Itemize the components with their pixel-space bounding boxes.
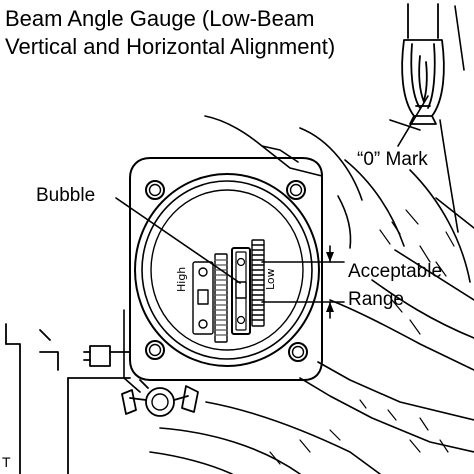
gauge-face-rings (134, 173, 320, 367)
high-label: High (175, 266, 188, 292)
bubble-label: Bubble (36, 185, 96, 206)
vehicle-body-lines (149, 5, 474, 474)
range-arrowheads (326, 252, 334, 312)
gauge-housing (123, 157, 323, 393)
bubble-vial (231, 247, 251, 335)
mounting-bracket (5, 323, 199, 474)
body-hatching (269, 209, 455, 465)
title-line-1: Beam Angle Gauge (Low-Beam (5, 6, 315, 31)
low-label: Low (264, 268, 277, 290)
range-label: Range (348, 289, 404, 310)
zero-mark-label: “0” Mark (357, 149, 428, 170)
low-scale-ticks (251, 244, 265, 321)
low-scale (251, 239, 265, 327)
high-scale (192, 253, 228, 343)
title-line-2: Vertical and Horizontal Alignment) (5, 34, 336, 59)
leader-lines (115, 95, 429, 284)
high-scale-ticks (214, 259, 228, 336)
figure-code: T (2, 454, 11, 470)
zero-mark-detail (401, 3, 445, 125)
acceptable-label: Acceptable (348, 261, 443, 282)
